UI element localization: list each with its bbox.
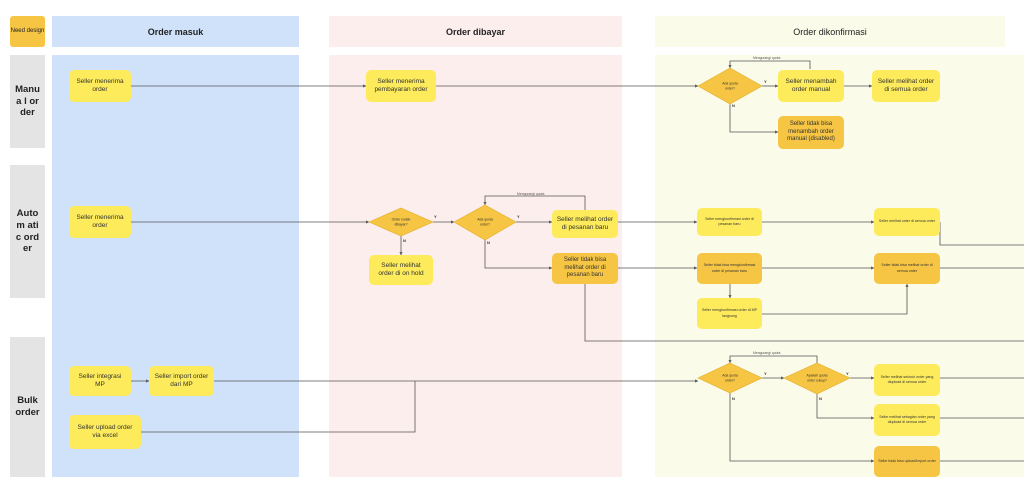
edge-b-enough-no (816, 394, 875, 420)
edge-a-quota-no (484, 240, 553, 270)
yes-label-quota-manual: Y (764, 79, 767, 84)
edge-m-reduce-quota (728, 60, 811, 69)
node-a-seller-view-all: Seller melihat order di semua order (874, 208, 940, 236)
edge-m-quota-no (729, 104, 779, 134)
lane-header-order-dikonfirmasi: Order dikonfirmasi (655, 16, 1005, 47)
node-b-seller-view-all: Seller melihat seluruh order yang diuplo… (874, 364, 940, 396)
edge-label-reduce-manual: Mengurangi quota (753, 56, 781, 60)
edge-label-reduce-automatic: Mengurangi quota (517, 192, 545, 196)
no-label-paid-automatic: N (403, 238, 406, 243)
yes-label-paid-automatic: Y (434, 214, 437, 219)
edge-a-reduce-quota (483, 195, 586, 210)
no-label-quota-manual: N (732, 103, 735, 108)
row-label-automatic-order: Autom atic order (10, 165, 45, 298)
edge-b-upload-to-quota (141, 381, 416, 433)
decision-quota-manual (697, 67, 763, 105)
lane-header-order-dibayar: Order dibayar (329, 16, 622, 47)
no-label-quota-automatic: N (487, 240, 490, 245)
yes-label-quota-bulk: Y (764, 371, 767, 376)
node-m-seller-add-manual: Seller menambah order manual (778, 70, 844, 102)
lane-header-order-masuk: Order masuk (52, 16, 299, 47)
row-label-manual-order: Manua l order (10, 55, 45, 148)
node-m-seller-receive-payment: Seller menerima pembayaran order (366, 70, 436, 102)
decision-label-enough-bulk: Apakah quota order cukup? (806, 373, 828, 382)
edge-a-mp-to-cannot-view (762, 283, 909, 315)
node-b-seller-integrate-mp: Seller integrasi MP (69, 366, 131, 396)
edge-b-quota-no (729, 393, 875, 463)
node-a-seller-cannot-confirm: Seller tidak bisa mengkonfirmasi order d… (697, 253, 762, 284)
node-a-seller-confirm-mp: Seller mengkonfirmasi order di MP langsu… (697, 298, 762, 329)
decision-label-quota-manual: Ada quota order? (722, 81, 738, 90)
node-a-seller-on-hold: Seller melihat order di on hold (369, 255, 433, 285)
lane-order-masuk-bg (52, 55, 299, 477)
decision-quota-automatic (453, 204, 517, 241)
decision-label-quota-bulk: Ada quota order? (722, 373, 738, 382)
no-label-quota-bulk: N (732, 396, 735, 401)
decision-quota-bulk (697, 362, 763, 394)
row-label-bulk-order: Bulk order (10, 337, 45, 477)
node-a-seller-cannot-view-all: Seller tidak bisa melihat order di semua… (874, 253, 940, 284)
yes-label-enough-bulk: Y (846, 371, 849, 376)
yes-label-quota-automatic: Y (517, 214, 520, 219)
decision-paid-automatic (368, 207, 434, 237)
node-b-seller-view-some: Seller melihat sebagian order yang diupl… (874, 404, 940, 436)
no-label-enough-bulk: N (819, 396, 822, 401)
decision-label-quota-automatic: Ada quota order? (477, 217, 493, 226)
edge-a-view-to-edge (939, 222, 1024, 246)
node-m-seller-cannot-add: Seller tidak bisa menambah order manual … (778, 116, 844, 149)
node-b-seller-cannot-upload: Seller tidak bisa upload/import order (874, 446, 940, 477)
edge-a-cannot-view-down (584, 284, 1024, 342)
node-a-seller-receive-order: Seller menerima order (69, 206, 131, 238)
edge-b-reduce-quota (728, 355, 818, 364)
node-b-seller-import-order: Seller import order dari MP (149, 366, 214, 396)
node-a-seller-new-orders: Seller melihat order di pesanan baru (552, 210, 618, 238)
node-m-seller-view-all: Seller melihat order di semua order (872, 70, 940, 102)
decision-label-paid-automatic: Order sudah dibayar? (391, 217, 411, 226)
node-b-seller-upload-excel: Seller upload order via excel (69, 415, 141, 449)
need-design-label: Need design (10, 27, 45, 34)
need-design-tag: Need design (10, 16, 45, 47)
node-a-seller-confirm: Seller mengkonfirmasi order di pesanan b… (697, 208, 762, 236)
edge-label-reduce-bulk: Mengurangi quota (753, 351, 781, 355)
node-m-seller-receive-order: Seller menerima order (69, 70, 131, 102)
decision-enough-bulk (783, 362, 851, 395)
node-a-seller-cannot-view: Seller tidak bisa melihat order di pesan… (552, 253, 618, 284)
